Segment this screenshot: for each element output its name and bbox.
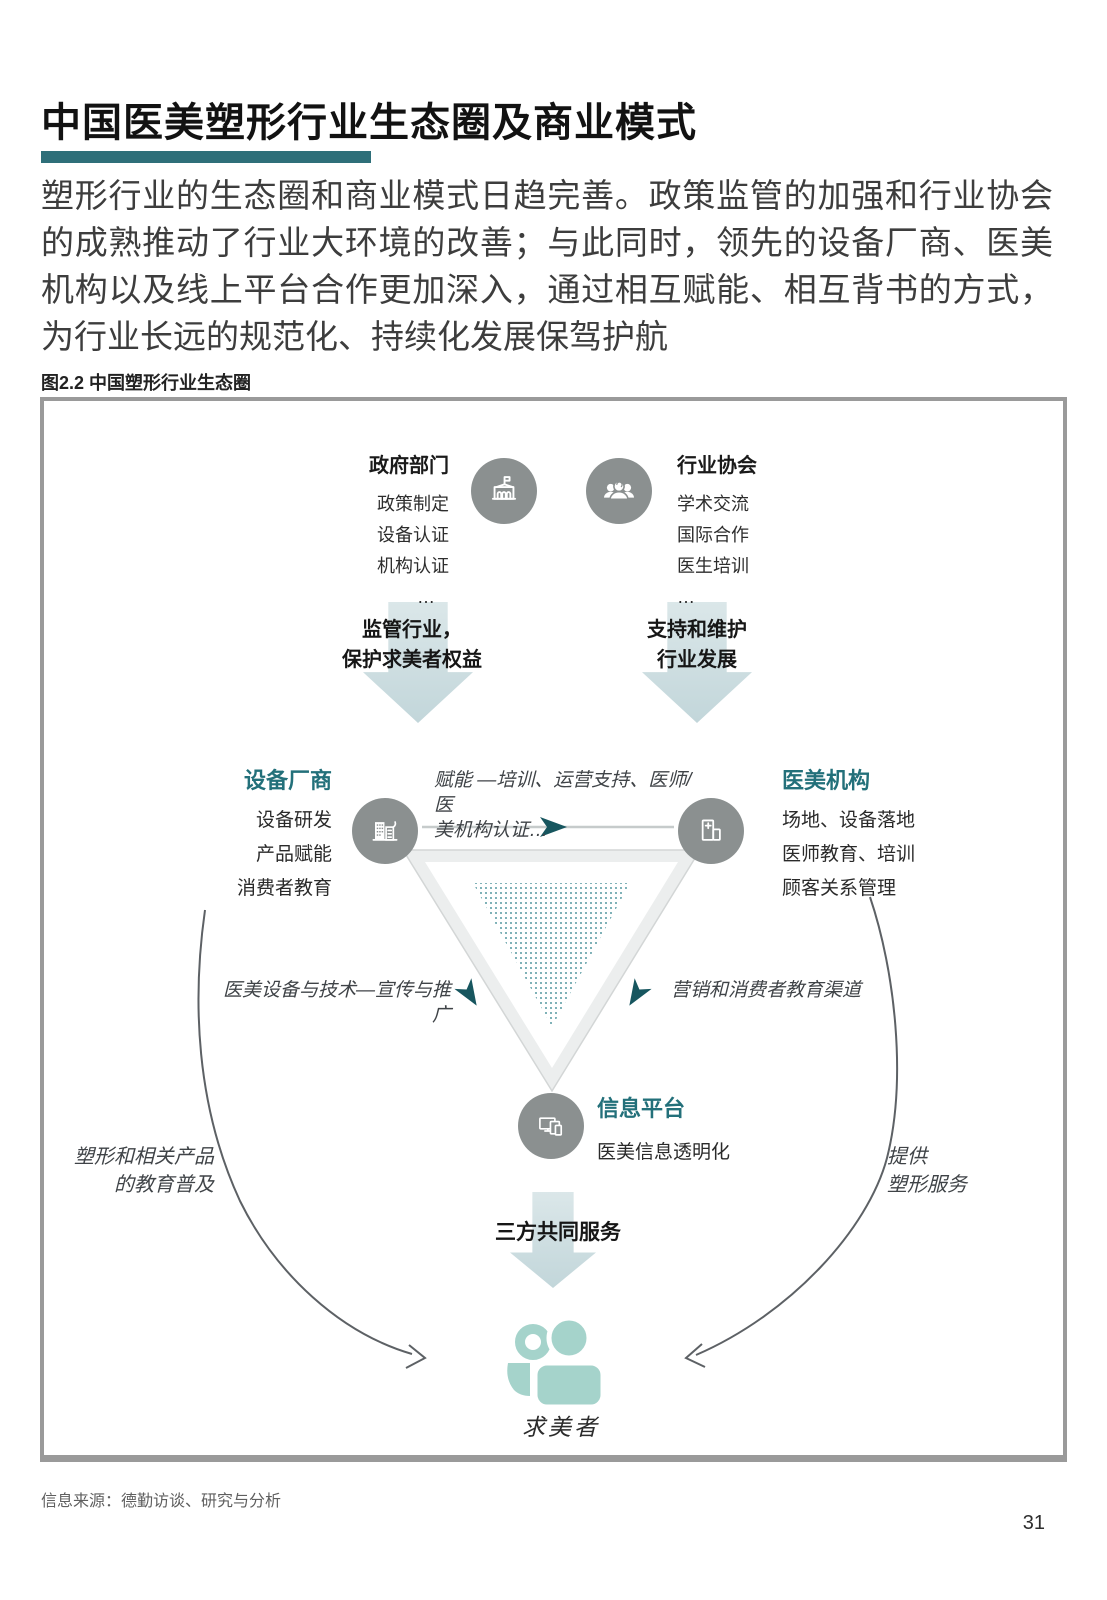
enable-flow-label: 赋能 —培训、运营支持、医师/医 美机构认证… bbox=[434, 770, 692, 841]
page-title: 中国医美塑形行业生态圈及商业模式 bbox=[41, 101, 697, 145]
list-item: 消费者教育 bbox=[236, 878, 332, 899]
information-platform-devices-icon bbox=[518, 1093, 584, 1159]
dotted-triangle bbox=[473, 883, 630, 1027]
ellipsis-item: … bbox=[677, 587, 695, 607]
list-item: 产品赋能 bbox=[255, 844, 332, 865]
list-item: 学术交流 bbox=[677, 494, 749, 514]
list-item: 机构认证 bbox=[377, 556, 449, 576]
beauty-seeker-icon bbox=[492, 1313, 622, 1418]
government-building-icon bbox=[471, 458, 537, 524]
right-curve-arrow bbox=[695, 896, 899, 1356]
beauty-seeker-label: 求美者 bbox=[522, 1414, 600, 1440]
platform-group: 信息平台 医美信息透明化 bbox=[597, 1091, 817, 1170]
left-curve-arrow bbox=[197, 909, 413, 1355]
right-curve-label: 提供 塑形服务 bbox=[887, 1146, 967, 1196]
manufacturer-title: 设备厂商 bbox=[243, 768, 332, 793]
association-people-icon bbox=[586, 458, 652, 524]
list-item: 政策制定 bbox=[377, 494, 449, 514]
platform-subtitle: 医美信息透明化 bbox=[597, 1142, 731, 1163]
ecosystem-flow-graphic bbox=[197, 817, 899, 1369]
support-arrow-label: 支持和维护 行业发展 bbox=[647, 619, 747, 671]
clinic-building-icon bbox=[678, 798, 744, 864]
left-leg-arrowhead-icon bbox=[454, 978, 477, 1006]
list-item: 国际合作 bbox=[677, 525, 749, 545]
title-accent-bar bbox=[41, 151, 371, 163]
manufacturer-buildings-icon bbox=[352, 798, 418, 864]
left-channel-label: 医美设备与技术—宣传与推广 bbox=[222, 980, 451, 1026]
regulate-arrow-label: 监管行业， 保护求美者权益 bbox=[342, 619, 482, 671]
list-item: 医生培训 bbox=[677, 556, 749, 576]
ecosystem-diagram: 政府部门 政策制定 设备认证 机构认证 … bbox=[40, 397, 1067, 1462]
page-number: 31 bbox=[1022, 1512, 1045, 1534]
joint-service-label: 三方共同服务 bbox=[495, 1221, 621, 1244]
figure-caption: 图2.2 中国塑形行业生态圈 bbox=[41, 373, 252, 393]
institution-title: 医美机构 bbox=[782, 768, 871, 793]
list-item: 医师教育、培训 bbox=[782, 844, 916, 865]
association-group: 行业协会 学术交流 国际合作 医生培训 … bbox=[677, 449, 847, 613]
government-title: 政府部门 bbox=[369, 455, 449, 477]
right-leg-arrowhead-icon bbox=[629, 978, 652, 1006]
platform-title: 信息平台 bbox=[597, 1096, 686, 1121]
list-item: 场地、设备落地 bbox=[782, 810, 916, 831]
list-item: 设备认证 bbox=[377, 525, 449, 545]
institution-group: 医美机构 场地、设备落地 医师教育、培训 顾客关系管理 bbox=[782, 763, 982, 906]
right-channel-label: 营销和消费者教育渠道 bbox=[671, 980, 862, 1001]
government-group: 政府部门 政策制定 设备认证 机构认证 … bbox=[294, 449, 449, 613]
list-item: 设备研发 bbox=[255, 810, 332, 831]
intro-paragraph: 塑形行业的生态圈和商业模式日趋完善。政策监管的加强和行业协会的成熟推动了行业大环… bbox=[41, 177, 1053, 355]
enable-arrowhead-icon bbox=[540, 817, 567, 837]
source-note: 信息来源：德勤访谈、研究与分析 bbox=[41, 1493, 282, 1510]
manufacturer-group: 设备厂商 设备研发 产品赋能 消费者教育 bbox=[154, 763, 332, 906]
association-title: 行业协会 bbox=[677, 455, 757, 477]
list-item: 顾客关系管理 bbox=[782, 878, 897, 899]
left-curve-label: 塑形和相关产品 的教育普及 bbox=[74, 1146, 214, 1196]
ellipsis-item: … bbox=[417, 587, 435, 607]
